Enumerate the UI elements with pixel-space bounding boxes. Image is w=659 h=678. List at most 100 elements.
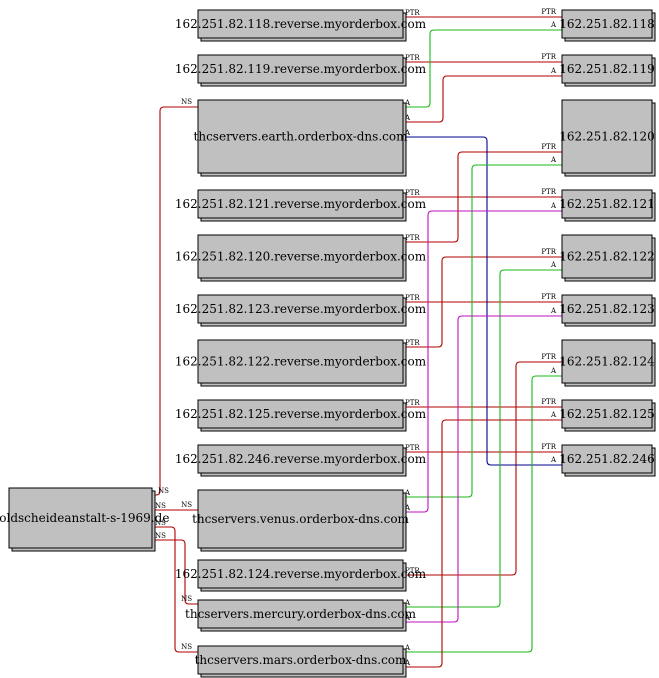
node-mercury: thcservers.mercury.orderbox-dns.com — [185, 599, 417, 632]
node-label-ip120: 162.251.82.120 — [559, 130, 654, 144]
edge-rev120-ip120 — [403, 151, 562, 243]
node-label-ip121: 162.251.82.121 — [559, 197, 654, 211]
node-label-ip246: 162.251.82.246 — [559, 452, 654, 466]
node-mars: thcservers.mars.orderbox-dns.com — [195, 645, 407, 678]
node-ip123: 162.251.82.123 — [559, 294, 656, 327]
edge-label-target-earth-ip246: A — [550, 456, 557, 464]
edge-label-source-rev124-ip124: PTR — [405, 567, 420, 575]
node-ip118: 162.251.82.118 — [559, 9, 656, 42]
node-box-rev118 — [197, 9, 404, 39]
node-venus: thcservers.venus.orderbox-dns.com — [192, 489, 410, 552]
edge-label-target-rev124-ip124: PTR — [541, 353, 556, 361]
edge-label-target-rev119-ip119: PTR — [541, 53, 556, 61]
node-label-rev125: 162.251.82.125.reverse.myorderbox.com — [175, 407, 427, 421]
edge-label-source-root-earth: NS — [158, 487, 169, 495]
node-label-rev118: 162.251.82.118.reverse.myorderbox.com — [175, 17, 427, 31]
edge-label-target-earth-ip119: A — [550, 67, 557, 75]
edge-label-source-rev120-ip120: PTR — [405, 234, 420, 242]
node-label-rev246: 162.251.82.246.reverse.myorderbox.com — [175, 452, 427, 466]
node-label-rev124: 162.251.82.124.reverse.myorderbox.com — [175, 567, 427, 581]
node-label-mars: thcservers.mars.orderbox-dns.com — [195, 653, 407, 667]
node-rev119: 162.251.82.119.reverse.myorderbox.com — [175, 54, 427, 87]
edge-label-source-rev246-ip246: PTR — [405, 444, 420, 452]
node-box-mercury — [197, 599, 404, 629]
edge-mars-ip125 — [403, 419, 562, 668]
node-rev118: 162.251.82.118.reverse.myorderbox.com — [175, 9, 427, 42]
node-box-ip122 — [561, 234, 653, 279]
edge-rev124-ip124 — [403, 361, 562, 576]
node-box-rev120 — [197, 234, 404, 279]
node-label-rev120: 162.251.82.120.reverse.myorderbox.com — [175, 250, 427, 264]
node-label-ip119: 162.251.82.119 — [559, 62, 654, 76]
node-label-root: goldscheideanstalt-s-1969.de — [0, 511, 169, 525]
node-ip119: 162.251.82.119 — [559, 54, 656, 87]
node-box-earth — [197, 99, 404, 174]
node-box-ip121 — [561, 189, 653, 219]
node-label-ip124: 162.251.82.124 — [559, 355, 655, 369]
node-ip120: 162.251.82.120 — [559, 99, 656, 177]
edge-label-target-root-earth: NS — [181, 98, 192, 106]
node-label-ip123: 162.251.82.123 — [559, 302, 654, 316]
node-rev125: 162.251.82.125.reverse.myorderbox.com — [175, 399, 427, 432]
edge-label-target-root-mercury: NS — [181, 595, 192, 603]
nodes-layer: goldscheideanstalt-s-1969.dethcservers.e… — [0, 9, 656, 678]
edge-label-source-rev118-ip118: PTR — [405, 9, 420, 17]
node-box-rev123 — [197, 294, 404, 324]
edge-label-source-mars-ip124: A — [404, 644, 411, 652]
node-ip246: 162.251.82.246 — [559, 444, 656, 477]
node-box-ip118 — [561, 9, 653, 39]
edge-label-target-rev121-ip121: PTR — [541, 188, 556, 196]
edge-label-source-rev123-ip123: PTR — [405, 294, 420, 302]
node-rev124: 162.251.82.124.reverse.myorderbox.com — [175, 559, 427, 592]
node-label-venus: thcservers.venus.orderbox-dns.com — [192, 512, 409, 526]
edge-mercury-ip123 — [403, 315, 562, 623]
node-box-ip125 — [561, 399, 653, 429]
edge-label-target-rev122-ip122: PTR — [541, 248, 556, 256]
edge-label-target-venus-ip121: A — [550, 202, 557, 210]
node-label-mercury: thcservers.mercury.orderbox-dns.com — [185, 607, 417, 621]
node-label-rev121: 162.251.82.121.reverse.myorderbox.com — [175, 197, 427, 211]
edge-label-target-mars-ip124: A — [550, 367, 557, 375]
edge-label-source-mars-ip125: A — [404, 659, 411, 667]
node-rev120: 162.251.82.120.reverse.myorderbox.com — [175, 234, 427, 282]
edge-label-source-root-mars: NS — [155, 519, 166, 527]
node-label-ip118: 162.251.82.118 — [559, 17, 654, 31]
node-root: goldscheideanstalt-s-1969.de — [0, 487, 169, 552]
node-box-rev124 — [197, 559, 404, 589]
edge-label-target-mercury-ip123: A — [550, 307, 557, 315]
edge-rev122-ip122 — [403, 256, 562, 348]
edge-venus-ip121 — [403, 210, 562, 513]
edge-label-target-rev118-ip118: PTR — [541, 8, 556, 16]
node-box-ip119 — [561, 54, 653, 84]
node-label-ip125: 162.251.82.125 — [559, 407, 654, 421]
edge-label-source-rev125-ip125: PTR — [405, 399, 420, 407]
node-box-rev122 — [197, 339, 404, 384]
edge-label-source-earth-ip246: A — [404, 129, 411, 137]
node-rev121: 162.251.82.121.reverse.myorderbox.com — [175, 189, 427, 222]
node-rev246: 162.251.82.246.reverse.myorderbox.com — [175, 444, 427, 477]
node-box-ip120 — [561, 99, 653, 174]
node-box-rev125 — [197, 399, 404, 429]
edge-label-target-mercury-ip122: A — [550, 261, 557, 269]
node-label-rev123: 162.251.82.123.reverse.myorderbox.com — [175, 302, 427, 316]
node-box-rev119 — [197, 54, 404, 84]
edge-label-target-rev125-ip125: PTR — [541, 398, 556, 406]
edge-root-mercury — [152, 539, 198, 605]
edge-label-target-root-venus: NS — [181, 501, 192, 509]
edge-label-target-root-mars: NS — [181, 643, 192, 651]
edge-label-source-venus-ip121: A — [404, 504, 411, 512]
node-box-ip123 — [561, 294, 653, 324]
edge-venus-ip120 — [403, 164, 562, 498]
node-ip124: 162.251.82.124 — [559, 339, 656, 387]
edge-root-earth — [153, 106, 198, 496]
node-label-rev122: 162.251.82.122.reverse.myorderbox.com — [175, 355, 427, 369]
edge-label-target-rev123-ip123: PTR — [541, 293, 556, 301]
node-ip122: 162.251.82.122 — [559, 234, 656, 282]
edge-label-target-venus-ip120: A — [550, 156, 557, 164]
node-ip121: 162.251.82.121 — [559, 189, 656, 222]
edge-mercury-ip122 — [403, 269, 562, 608]
edge-label-target-rev120-ip120: PTR — [541, 143, 556, 151]
node-ip125: 162.251.82.125 — [559, 399, 656, 432]
node-box-root — [8, 487, 153, 549]
